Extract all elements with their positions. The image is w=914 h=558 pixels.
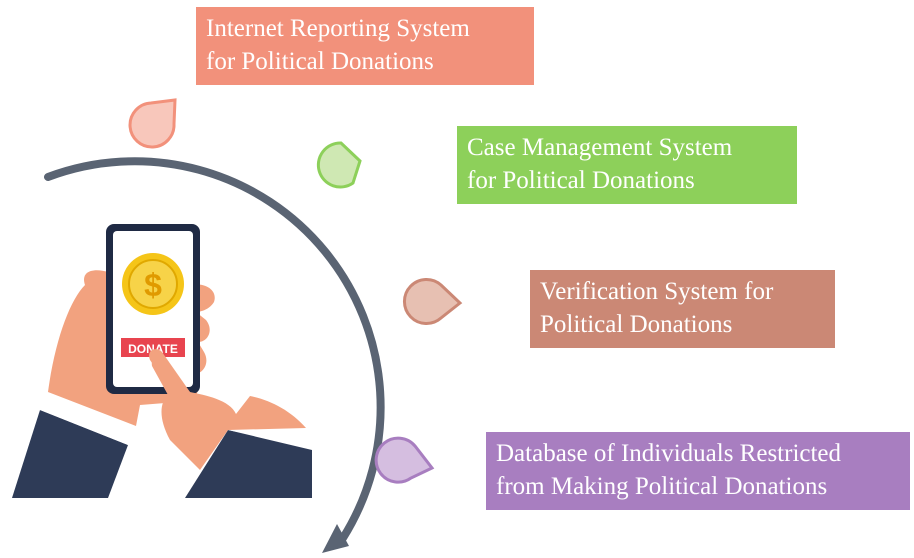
step-label-verification: Verification System for Political Donati… <box>530 270 835 348</box>
donate-button-label: DONATE <box>128 342 178 356</box>
donation-phone-illustration: $ DONATE <box>12 224 312 498</box>
step-marker-4 <box>374 436 435 484</box>
step-label-restricted-database: Database of Individuals Restricted from … <box>486 432 910 510</box>
step-1-line-1: Internet Reporting System <box>206 15 470 42</box>
coin-symbol: $ <box>144 267 162 303</box>
step-label-case-management: Case Management System for Political Don… <box>457 126 797 204</box>
step-marker-1 <box>128 98 177 149</box>
left-cuff <box>40 392 136 445</box>
step-marker-2 <box>316 141 362 189</box>
step-label-internet-reporting: Internet Reporting System for Political … <box>196 7 534 85</box>
step-marker-3 <box>402 278 463 325</box>
step-4-line-2: from Making Political Donations <box>496 473 828 500</box>
step-1-line-2: for Political Donations <box>206 48 434 75</box>
right-sleeve <box>185 430 312 498</box>
step-2-line-1: Case Management System <box>467 134 733 161</box>
right-finger <box>149 349 190 398</box>
step-2-line-2: for Political Donations <box>467 167 695 194</box>
step-3-line-1: Verification System for <box>540 278 774 305</box>
donate-button <box>121 338 185 357</box>
arc-arrowhead <box>322 524 349 553</box>
left-sleeve <box>12 410 128 498</box>
step-4-line-1: Database of Individuals Restricted <box>496 440 842 467</box>
step-3-line-2: Political Donations <box>540 311 733 338</box>
right-hand <box>151 359 306 470</box>
